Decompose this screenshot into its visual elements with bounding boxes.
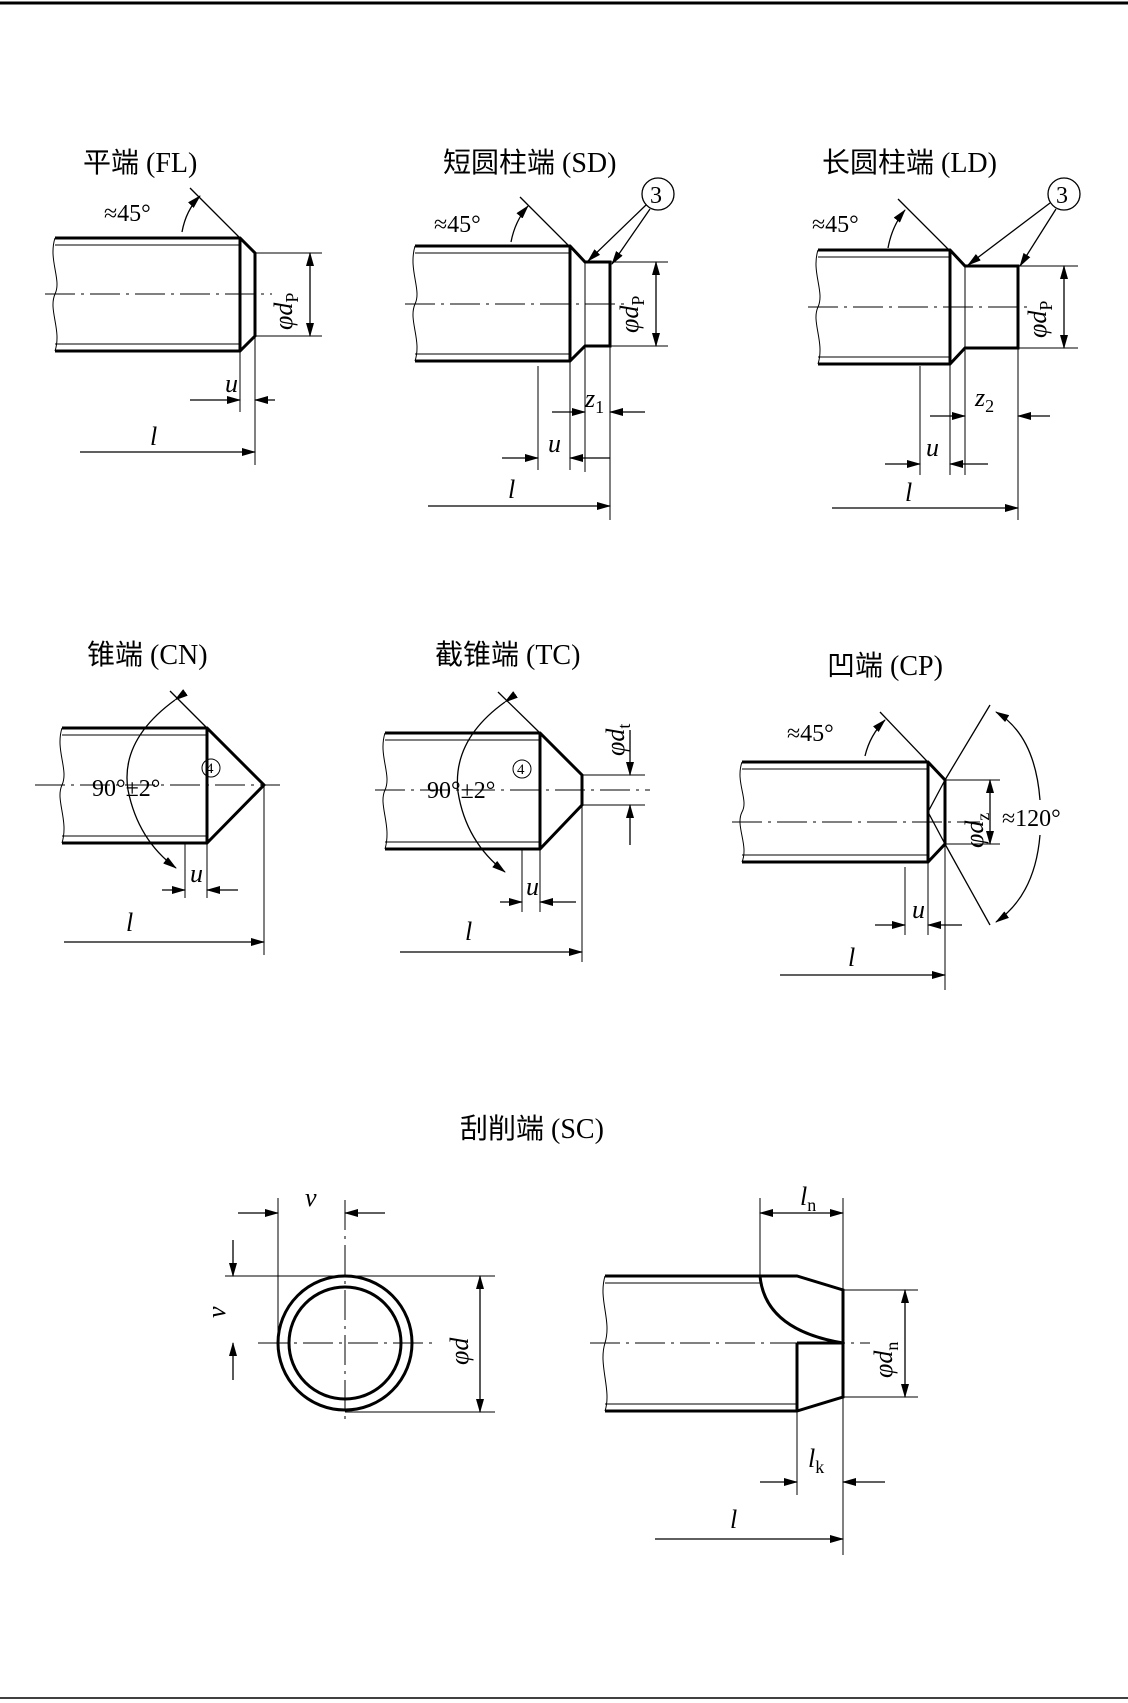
cn-view: 锥端 (CN) 90°±2° 4 u l xyxy=(35,639,280,955)
cn-note: 4 xyxy=(206,761,214,777)
svg-text:φdP: φdP xyxy=(1023,301,1056,338)
tc-view: 截锥端 (TC) 90°±2° 4 φdt u l xyxy=(375,639,650,962)
tc-dt-d: d xyxy=(601,728,630,742)
sc-view: 刮削端 (SC) v v φd xyxy=(202,1113,918,1555)
svg-text:ln: ln xyxy=(800,1182,816,1215)
svg-text:φdP: φdP xyxy=(269,293,302,330)
cp-dz-phi: φ xyxy=(960,834,989,848)
sd-l: l xyxy=(508,475,515,504)
fl-u: u xyxy=(225,369,238,398)
fl-dp-phi: φ xyxy=(269,316,298,330)
cp-l: l xyxy=(848,943,855,972)
tc-note: 4 xyxy=(517,762,525,778)
svg-text:φdt: φdt xyxy=(601,724,634,756)
ld-dp-d: d xyxy=(1023,310,1052,324)
sd-u: u xyxy=(548,429,561,458)
cp-u: u xyxy=(912,895,925,924)
tc-angle: 90°±2° xyxy=(427,778,495,804)
cn-title: 锥端 (CN) xyxy=(87,639,208,671)
sc-title: 刮削端 (SC) xyxy=(460,1113,604,1145)
sd-view: 短圆柱端 (SD) ≈45° 3 φdP z1 xyxy=(405,147,675,520)
fl-dp-d: d xyxy=(269,302,298,316)
svg-text:z1: z1 xyxy=(584,384,604,417)
cp-angle: ≈45° xyxy=(787,721,834,747)
tc-dt-phi: φ xyxy=(601,742,630,756)
sd-z1: z xyxy=(584,384,595,413)
sd-title: 短圆柱端 (SD) xyxy=(443,147,616,179)
svg-text:z2: z2 xyxy=(974,383,994,416)
ld-u: u xyxy=(926,433,939,462)
sc-lk-sub: k xyxy=(815,1457,824,1477)
sc-lk: l xyxy=(808,1444,815,1473)
tc-u: u xyxy=(526,872,539,901)
sc-ln-sub: n xyxy=(807,1195,816,1215)
ld-l: l xyxy=(905,478,912,507)
cn-u: u xyxy=(190,859,203,888)
svg-text:φd: φd xyxy=(445,1337,474,1365)
sd-angle: ≈45° xyxy=(434,212,481,238)
sc-l: l xyxy=(730,1505,737,1534)
sc-dn-phi: φ xyxy=(869,1364,898,1378)
cp-view: 凹端 (CP) ≈45° ≈120° φdz u l xyxy=(732,650,1061,990)
svg-text:φdP: φdP xyxy=(615,296,648,333)
sd-dp-phi: φ xyxy=(615,319,644,333)
sc-ln: l xyxy=(800,1182,807,1211)
cp-cone-angle: ≈120° xyxy=(1002,806,1061,832)
sd-dp-d: d xyxy=(615,305,644,319)
ld-dp-phi: φ xyxy=(1023,324,1052,338)
cn-l: l xyxy=(126,908,133,937)
fl-title: 平端 (FL) xyxy=(83,147,197,179)
cn-angle: 90°±2° xyxy=(92,776,160,802)
svg-text:lk: lk xyxy=(808,1444,824,1477)
sc-d-d: d xyxy=(445,1337,474,1351)
sd-dp-sub: P xyxy=(628,296,648,306)
sc-dn-sub: n xyxy=(882,1342,902,1351)
tc-dt-sub: t xyxy=(614,724,634,729)
sd-z1-sub: 1 xyxy=(595,397,604,417)
fl-l: l xyxy=(150,422,157,451)
ld-title: 长圆柱端 (LD) xyxy=(822,147,997,179)
ld-z2: z xyxy=(974,383,985,412)
ld-note: 3 xyxy=(1056,183,1068,209)
cp-title: 凹端 (CP) xyxy=(827,650,943,682)
ld-angle: ≈45° xyxy=(812,212,859,238)
ld-view: 长圆柱端 (LD) ≈45° 3 φdP z2 xyxy=(808,147,1081,520)
sd-note: 3 xyxy=(650,183,662,209)
ld-dp-sub: P xyxy=(1036,301,1056,311)
tc-l: l xyxy=(465,917,472,946)
tc-title: 截锥端 (TC) xyxy=(435,639,580,671)
ld-z2-sub: 2 xyxy=(985,396,994,416)
cp-dz-d: d xyxy=(960,820,989,834)
fl-dp-sub: P xyxy=(282,293,302,303)
sc-d-phi: φ xyxy=(445,1351,474,1365)
cp-dz-sub: z xyxy=(973,813,993,821)
svg-text:φdn: φdn xyxy=(869,1342,902,1378)
fl-view: 平端 (FL) ≈45° φdP u l xyxy=(45,147,322,465)
sc-dn-d: d xyxy=(869,1350,898,1364)
svg-text:φdz: φdz xyxy=(960,813,993,848)
sc-v-left: v xyxy=(202,1306,231,1318)
fl-angle: ≈45° xyxy=(104,201,151,227)
sc-v-top: v xyxy=(305,1183,317,1212)
